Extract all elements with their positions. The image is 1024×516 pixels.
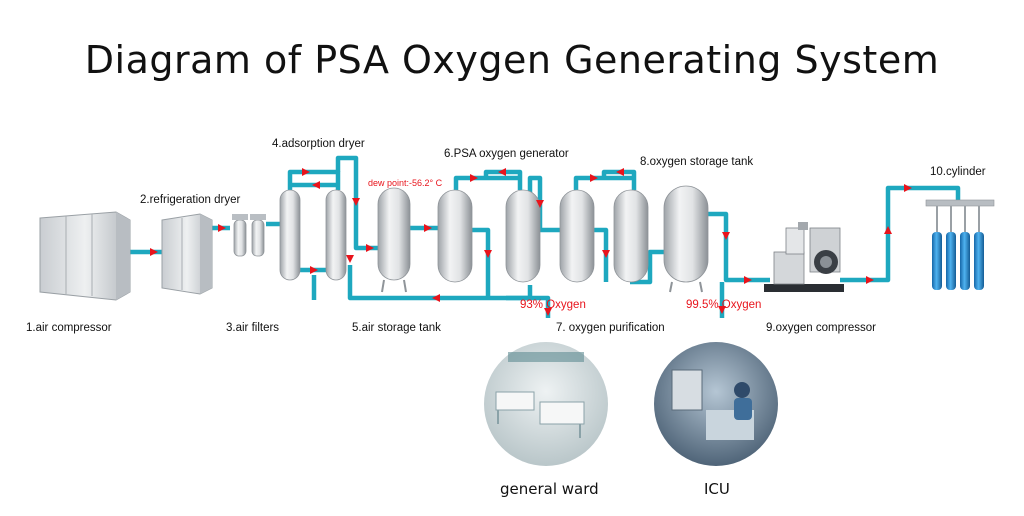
air-storage-tank-unit <box>377 187 411 293</box>
arrow-15 <box>590 174 598 182</box>
arrow-9 <box>424 224 432 232</box>
arrow-8 <box>346 255 354 263</box>
label-oxygen-storage-tank: 8.oxygen storage tank <box>640 156 754 168</box>
arrow-12 <box>432 294 440 302</box>
arrow-17 <box>602 250 610 258</box>
arrow-10 <box>470 174 478 182</box>
arrow-18 <box>544 308 552 316</box>
arrow-19 <box>722 232 730 240</box>
flow-arrows <box>150 168 912 316</box>
label-air-filters: 3.air filters <box>226 322 280 334</box>
oxygen-93-annotation: 93% Oxygen <box>520 299 586 311</box>
arrow-13 <box>484 250 492 258</box>
pipe-purif-bottom <box>630 249 666 285</box>
arrow-20 <box>718 306 726 314</box>
label-refrigeration-dryer: 2.refrigeration dryer <box>140 194 241 206</box>
oxygen-purification-unit <box>559 189 649 283</box>
dew-point-annotation: dew point:-56.2° C <box>368 178 443 188</box>
label-oxygen-compressor: 9.oxygen compressor <box>766 322 876 334</box>
arrow-14 <box>536 200 544 208</box>
oxygen-995-annotation: 99.5% Oxygen <box>686 299 762 311</box>
pipe-adsorber-top <box>287 169 341 190</box>
arrow-5 <box>352 198 360 206</box>
caption-icu: ICU <box>704 480 730 498</box>
arrow-11 <box>498 168 506 176</box>
arrow-22 <box>866 276 874 284</box>
pipe-tank8-out <box>708 211 770 283</box>
label-psa-oxygen-generator: 6.PSA oxygen generator <box>444 148 569 160</box>
adsorption-dryer-unit <box>279 189 347 281</box>
arrow-2 <box>218 224 226 232</box>
general-ward-image <box>484 342 608 466</box>
air-filters-unit <box>232 214 266 257</box>
label-air-compressor: 1.air compressor <box>26 322 112 334</box>
oxygen-compressor-unit <box>764 222 844 292</box>
label-adsorption-dryer: 4.adsorption dryer <box>272 138 365 150</box>
arrow-6 <box>310 266 318 274</box>
pipe-psa-top2 <box>483 169 523 190</box>
air-compressor-unit <box>39 211 131 301</box>
arrow-16 <box>616 168 624 176</box>
arrow-1 <box>150 248 158 256</box>
oxygen-storage-tank-unit <box>663 185 709 293</box>
psa-generator-unit <box>437 189 541 283</box>
arrow-23 <box>884 226 892 234</box>
refrigeration-dryer-unit <box>161 213 213 295</box>
arrow-4 <box>312 181 320 189</box>
pipe-purif-top2 <box>601 169 637 190</box>
label-air-storage-tank: 5.air storage tank <box>352 322 441 334</box>
pipe-dryer-to-tank <box>335 155 378 251</box>
label-cylinder: 10.cylinder <box>930 166 986 178</box>
arrow-21 <box>744 276 752 284</box>
pipe-psa-to-purif <box>527 175 566 233</box>
pipe-psa-top <box>453 175 520 190</box>
icu-image <box>654 342 778 466</box>
caption-general-ward: general ward <box>500 480 599 498</box>
pipe-purif-top <box>573 175 634 190</box>
arrow-7 <box>366 244 374 252</box>
cylinder-rack-unit <box>925 199 995 290</box>
arrow-24 <box>904 184 912 192</box>
arrow-3 <box>302 168 310 176</box>
label-oxygen-purification: 7. oxygen purification <box>556 322 665 334</box>
page-title: Diagram of PSA Oxygen Generating System <box>84 38 940 82</box>
